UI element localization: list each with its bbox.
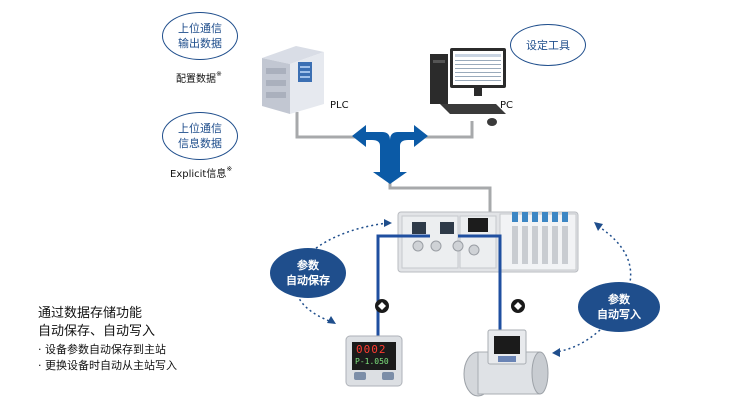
label-plc: PLC — [330, 100, 349, 111]
bubble-plc-output-line1: 上位通信 — [178, 22, 222, 35]
bubble-auto-write: 参数 自动写入 — [578, 282, 660, 332]
bubble-plc-input-data: 上位通信 信息数据 — [162, 112, 238, 160]
bubble-setting-tool: 设定工具 — [510, 24, 586, 66]
label-config-data-text: 配置数据 — [176, 74, 216, 85]
feature-title-line2: 自动保存、自动写入 — [38, 324, 156, 339]
cycle-arrowheads — [327, 219, 603, 357]
flow-switch-icon — [463, 329, 549, 397]
bubble-setting-tool-text: 设定工具 — [526, 38, 570, 52]
plc-icon — [262, 46, 324, 114]
feature-item-2: · 更换设备时自动从主站写入 — [38, 359, 177, 372]
connector-icon-left — [375, 299, 389, 313]
pressure-switch-icon — [345, 335, 403, 387]
sensor-display-line1: 0002 — [356, 343, 387, 356]
bubble-plc-output-data: 上位通信 输出数据 — [162, 12, 238, 60]
bubble-auto-save-line2: 自动保存 — [286, 274, 330, 287]
bubble-auto-write-line1: 参数 — [608, 293, 630, 306]
branch-arrow-icon — [352, 125, 428, 184]
connector-icon-right — [511, 299, 525, 313]
label-explicit-text: Explicit信息 — [170, 169, 227, 180]
bubble-plc-input-line2: 信息数据 — [178, 137, 222, 150]
bubble-auto-save-line1: 参数 — [297, 259, 319, 272]
feature-item-1: · 设备参数自动保存到主站 — [38, 343, 166, 356]
feature-title-line1: 通过数据存储功能 — [38, 306, 143, 321]
master-station-icon — [397, 211, 579, 273]
label-pc: PC — [500, 100, 514, 111]
label-config-mark: ※ — [216, 70, 222, 78]
pc-icon — [430, 48, 506, 126]
label-config-data: 配置数据※ — [176, 70, 222, 85]
bubble-plc-output-line2: 输出数据 — [178, 37, 222, 50]
label-explicit-mark: ※ — [226, 165, 233, 173]
sensor-display-line2: P-1.050 — [355, 357, 389, 366]
label-explicit: Explicit信息※ — [170, 165, 232, 180]
bubble-plc-input-line1: 上位通信 — [178, 122, 222, 135]
bubble-auto-save: 参数 自动保存 — [270, 248, 346, 298]
bubble-auto-write-line2: 自动写入 — [597, 308, 641, 321]
